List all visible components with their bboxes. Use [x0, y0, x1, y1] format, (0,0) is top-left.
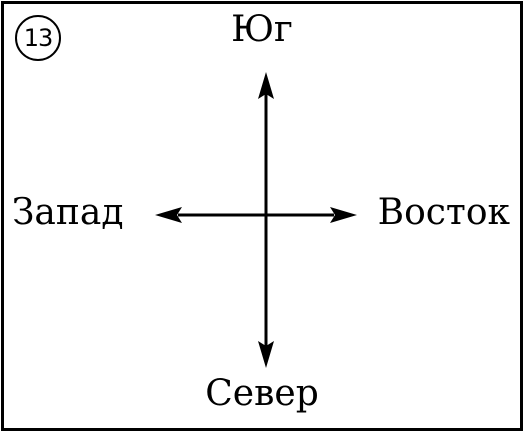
figure-number: 13 — [23, 24, 54, 52]
arrowhead-right-icon — [330, 207, 357, 223]
label-west: Запад — [12, 192, 124, 233]
label-south: Юг — [231, 9, 293, 50]
arrowhead-left-icon — [155, 207, 182, 223]
figure-number-badge: 13 — [15, 15, 61, 61]
arrowhead-up-icon — [258, 72, 274, 99]
arrowhead-down-icon — [258, 341, 274, 368]
label-east: Восток — [377, 192, 510, 233]
label-north: Север — [205, 373, 319, 414]
